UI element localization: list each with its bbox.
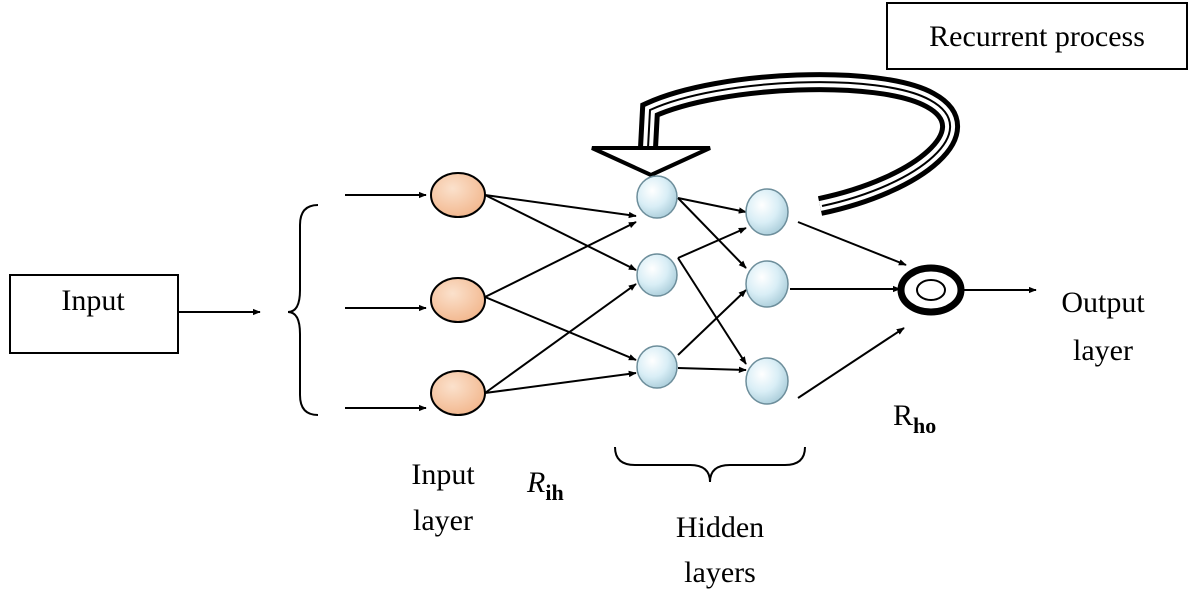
input-layer-label-line2: layer	[413, 504, 473, 537]
hidden-layer-1-nodes	[636, 175, 678, 389]
hidden1-node-3	[636, 345, 678, 389]
output-layer-label-line1: Output	[1061, 286, 1145, 319]
r-ho-label: Rho	[893, 399, 936, 438]
input-label: Input	[61, 284, 125, 317]
input-box: Input	[9, 274, 179, 354]
output-node	[897, 264, 965, 316]
r-ih-sub: ih	[545, 480, 563, 505]
output-layer-label-line2: layer	[1073, 334, 1133, 367]
recurrent-arrowhead	[591, 146, 711, 178]
hidden-layers-label-line1: Hidden	[676, 511, 764, 544]
hidden2-node-2	[745, 260, 789, 308]
input-layer-label-line1: Input	[411, 458, 475, 491]
r-ho-sub: ho	[913, 413, 936, 438]
hidden2-node-1	[745, 188, 789, 236]
hidden2-node-3	[745, 357, 789, 405]
input-layer-nodes	[430, 172, 486, 416]
hidden-brace	[614, 446, 806, 483]
connections-hidden-hidden	[677, 197, 747, 373]
input-node-1	[430, 172, 486, 218]
connections-input-hidden	[484, 194, 637, 394]
recurrent-loop-arrow	[591, 72, 960, 216]
hidden-layers-label-line2: layers	[684, 556, 756, 589]
r-ho-main: R	[893, 399, 913, 432]
input-node-2	[430, 277, 486, 323]
hidden1-node-1	[636, 175, 678, 219]
recurrent-process-label: Recurrent process	[929, 20, 1145, 53]
recurrent-process-box: Recurrent process	[886, 2, 1188, 70]
input-node-3	[430, 370, 486, 416]
hidden-layer-2-nodes	[745, 188, 789, 405]
input-brace	[287, 204, 319, 416]
r-ih-main: R	[526, 466, 545, 499]
connections-hidden-output	[790, 221, 907, 399]
r-ih-label: Rih	[526, 466, 564, 505]
hidden1-node-2	[636, 253, 678, 297]
